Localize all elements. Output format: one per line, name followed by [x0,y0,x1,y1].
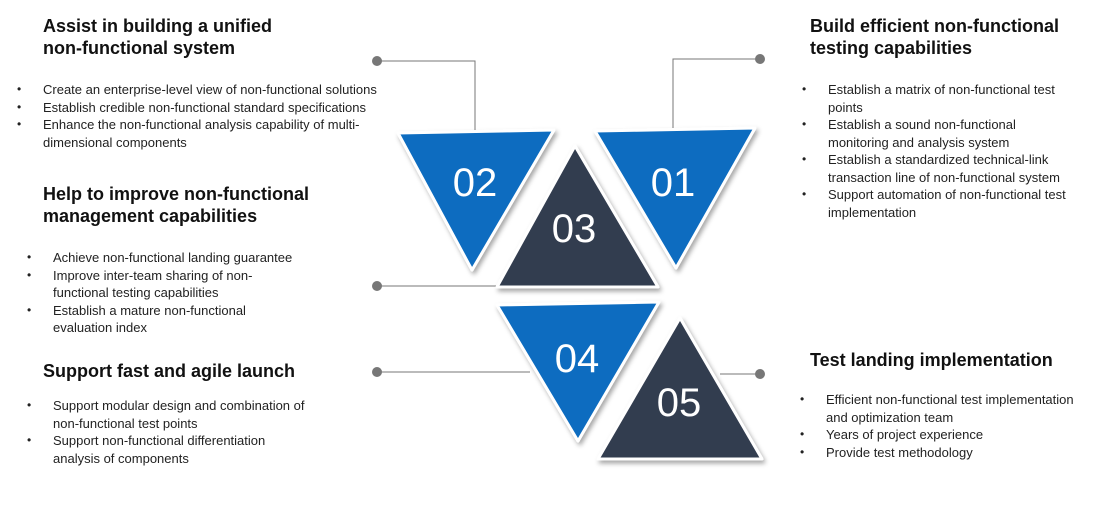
triangle-number-04: 04 [555,337,600,381]
bullet-item: Establish a mature non-functional evalua… [25,302,283,337]
section-title: Build efficient non-functional testing c… [810,16,1059,58]
bullet-item: Support automation of non-functional tes… [800,186,1098,221]
section-unified-system: Assist in building a unified non-functio… [17,15,423,151]
triangle-03 [495,144,660,289]
bullet-item: Establish a sound non-functional monitor… [800,116,1068,151]
section-title: Assist in building a unified non-functio… [43,16,273,58]
connector-dot [372,367,382,377]
bullet-list: Create an enterprise-level view of non-f… [15,81,405,151]
bullet-item: Efficient non-functional test implementa… [798,391,1076,426]
bullet-list: Achieve non-functional landing guarantee… [25,249,325,337]
triangle-number-03: 03 [552,207,597,251]
connectors [377,58,760,375]
triangle-number-05: 05 [657,381,702,425]
bullet-item: Establish a standardized technical-link … [800,151,1090,186]
bullet-item: Provide test methodology [798,444,1088,462]
bullet-item: Years of project experience [798,426,1088,444]
bullet-item: Improve inter-team sharing of non-functi… [25,267,283,302]
section-landing-implementation: Test landing implementation Efficient no… [800,349,1100,461]
connector-dot [755,54,765,64]
section-testing-capabilities: Build efficient non-functional testing c… [802,15,1100,221]
triangle-number-01: 01 [651,161,696,205]
connector-02 [377,60,476,132]
bullet-item: Enhance the non-functional analysis capa… [15,116,373,151]
triangle-02 [396,128,556,272]
section-title: Support fast and agile launch [43,361,296,381]
triangle-number-02: 02 [453,161,498,205]
connector-dot [755,369,765,379]
triangle-01 [593,126,757,270]
connector-dot [372,281,382,291]
connector-dot [372,56,382,66]
section-title: Test landing implementation [810,350,1053,370]
bullet-list: Support modular design and combination o… [25,397,325,467]
bullet-item: Establish a matrix of non-functional tes… [800,81,1083,116]
section-title: Help to improve non-functional managemen… [43,184,309,226]
section-agile-launch: Support fast and agile launch Support mo… [27,360,343,467]
bullet-item: Support non-functional differentiation a… [25,432,303,467]
bullet-list: Efficient non-functional test implementa… [798,391,1088,461]
bullet-item: Establish credible non-functional standa… [15,99,405,117]
bullet-item: Support modular design and combination o… [25,397,323,432]
bullet-list: Establish a matrix of non-functional tes… [800,81,1090,221]
triangle-05 [596,316,764,461]
bullet-item: Create an enterprise-level view of non-f… [15,81,405,99]
section-management: Help to improve non-functional managemen… [27,183,343,337]
connector-dots [372,54,765,379]
bullet-item: Achieve non-functional landing guarantee [25,249,325,267]
triangle-04 [495,300,661,443]
connector-01 [672,58,760,129]
